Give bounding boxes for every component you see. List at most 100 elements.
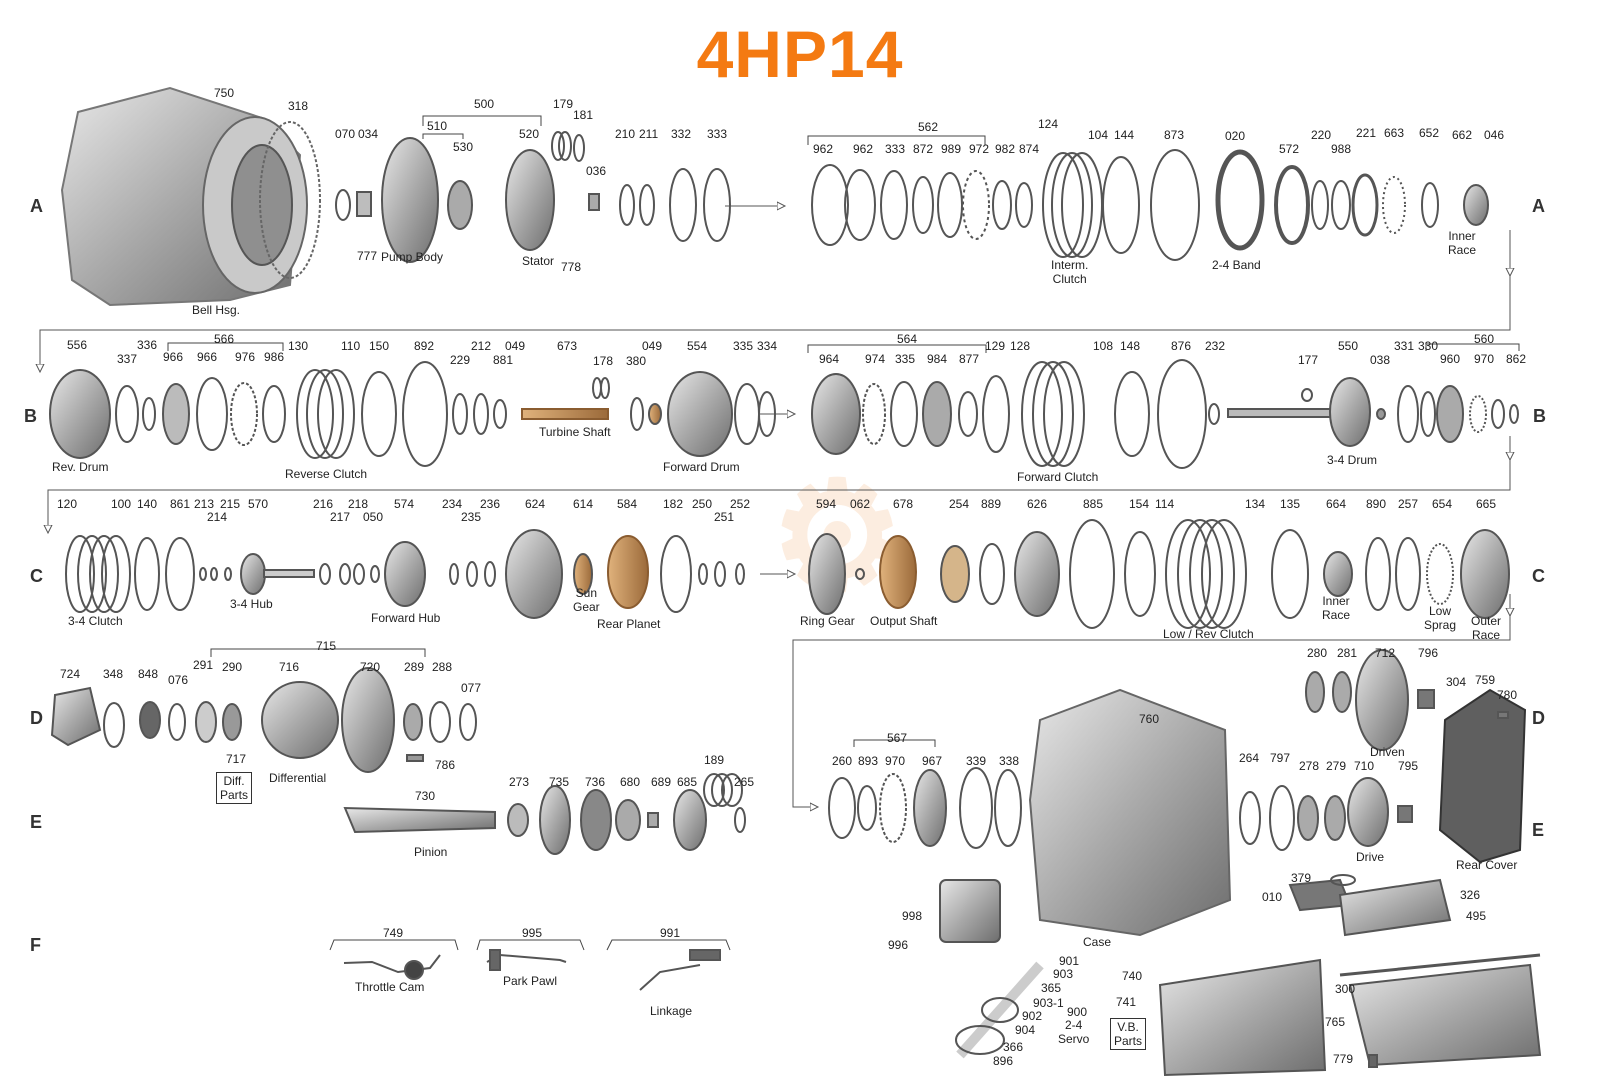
part-number: 279 [1326,759,1347,773]
part-number: 624 [525,497,546,511]
part-number: 229 [450,353,471,367]
part-number: 730 [415,789,436,803]
caption-drive: Drive [1356,850,1385,864]
part-number: 049 [642,339,663,353]
part-number: 120 [57,497,78,511]
part-number: 520 [519,127,540,141]
part-number: 962 [813,142,834,156]
part-number: 214 [207,510,228,524]
caption-inner-race-c: Inner Race [1322,594,1351,622]
part-number: 715 [316,639,337,653]
part-number: 264 [1239,751,1260,765]
caption-park-pawl: Park Pawl [503,974,558,988]
part-number: 335 [733,339,754,353]
part-number: 291 [193,658,214,672]
part-number: 077 [461,681,482,695]
part-number: 179 [553,97,574,111]
part-number: 331 [1394,339,1415,353]
part-number: 900 [1067,1005,1088,1019]
diagram-title: 4HP14 [696,17,904,91]
part-number: 967 [922,754,943,768]
part-number: 902 [1022,1009,1043,1023]
row-label-d-left: D [30,708,43,728]
part-number: 896 [993,1054,1014,1068]
caption-pinion: Pinion [414,845,448,859]
part-number: 348 [103,667,124,681]
part-number: 330 [1418,339,1439,353]
part-number: 304 [1446,675,1467,689]
part-number: 332 [671,127,692,141]
part-number: 380 [626,354,647,368]
part-number: 680 [620,775,641,789]
part-number: 290 [222,660,243,674]
part-number: 779 [1333,1052,1354,1066]
part-number: 665 [1476,497,1497,511]
part-number: 130 [288,339,309,353]
part-number: 038 [1370,353,1391,367]
part-number: 685 [677,775,698,789]
part-number: 989 [941,142,962,156]
part-number: 220 [1311,128,1332,142]
part-number: 594 [816,497,837,511]
part-number: 903-1 [1033,996,1064,1010]
part-number: 749 [383,926,404,940]
part-number: 998 [902,909,923,923]
part-number: 181 [573,108,594,122]
part-number: 796 [1418,646,1439,660]
part-number: 876 [1171,339,1192,353]
part-number: 970 [885,754,906,768]
part-number: 716 [279,660,300,674]
part-number: 336 [137,338,158,352]
part-number: 333 [885,142,906,156]
part-number: 904 [1015,1023,1036,1037]
part-number: 500 [474,97,495,111]
part-number: 215 [220,497,241,511]
part-number: 741 [1116,995,1137,1009]
part-number: 760 [1139,712,1160,726]
part-number: 124 [1038,117,1059,131]
caption-ring-gear: Ring Gear [800,614,855,628]
part-number: 970 [1474,352,1495,366]
part-number: 236 [480,497,501,511]
part-number: 614 [573,497,594,511]
caption-sun-gear: Sun Gear [573,586,600,614]
part-number: 892 [414,339,435,353]
part-number: 556 [67,338,88,352]
part-number: 050 [363,510,384,524]
part-number: 235 [461,510,482,524]
part-number: 288 [432,660,453,674]
part-number: 861 [170,497,191,511]
part-number: 254 [949,497,970,511]
part-number: 570 [248,497,269,511]
part-number: 874 [1019,142,1040,156]
part-number: 140 [137,497,158,511]
part-number: 572 [1279,142,1300,156]
part-number: 877 [959,352,980,366]
part-number: 986 [264,350,285,364]
caption-rev-drum: Rev. Drum [52,460,109,474]
part-number: 337 [117,352,138,366]
part-number: 265 [734,775,755,789]
part-number: 777 [357,249,378,263]
part-number: 334 [757,339,778,353]
part-number: 010 [1262,890,1283,904]
caption-forward-drum: Forward Drum [663,460,740,474]
part-number: 300 [1335,982,1356,996]
part-number: 338 [999,754,1020,768]
part-number: 780 [1497,688,1518,702]
part-number: 280 [1307,646,1328,660]
part-number: 036 [586,164,607,178]
caption-diff-parts: Diff. Parts [216,772,253,804]
part-number: 901 [1059,954,1080,968]
caption-reverse-clutch: Reverse Clutch [285,467,368,481]
part-number: 100 [111,497,132,511]
caption-turbine-shaft: Turbine Shaft [539,425,611,439]
part-number: 976 [235,350,256,364]
part-number: 872 [913,142,934,156]
part-number: 881 [493,353,514,367]
caption-interm-clutch: Interm. Clutch [1051,258,1089,286]
part-number: 062 [850,497,871,511]
row-label-e-right: E [1532,820,1545,840]
part-number: 326 [1460,888,1481,902]
